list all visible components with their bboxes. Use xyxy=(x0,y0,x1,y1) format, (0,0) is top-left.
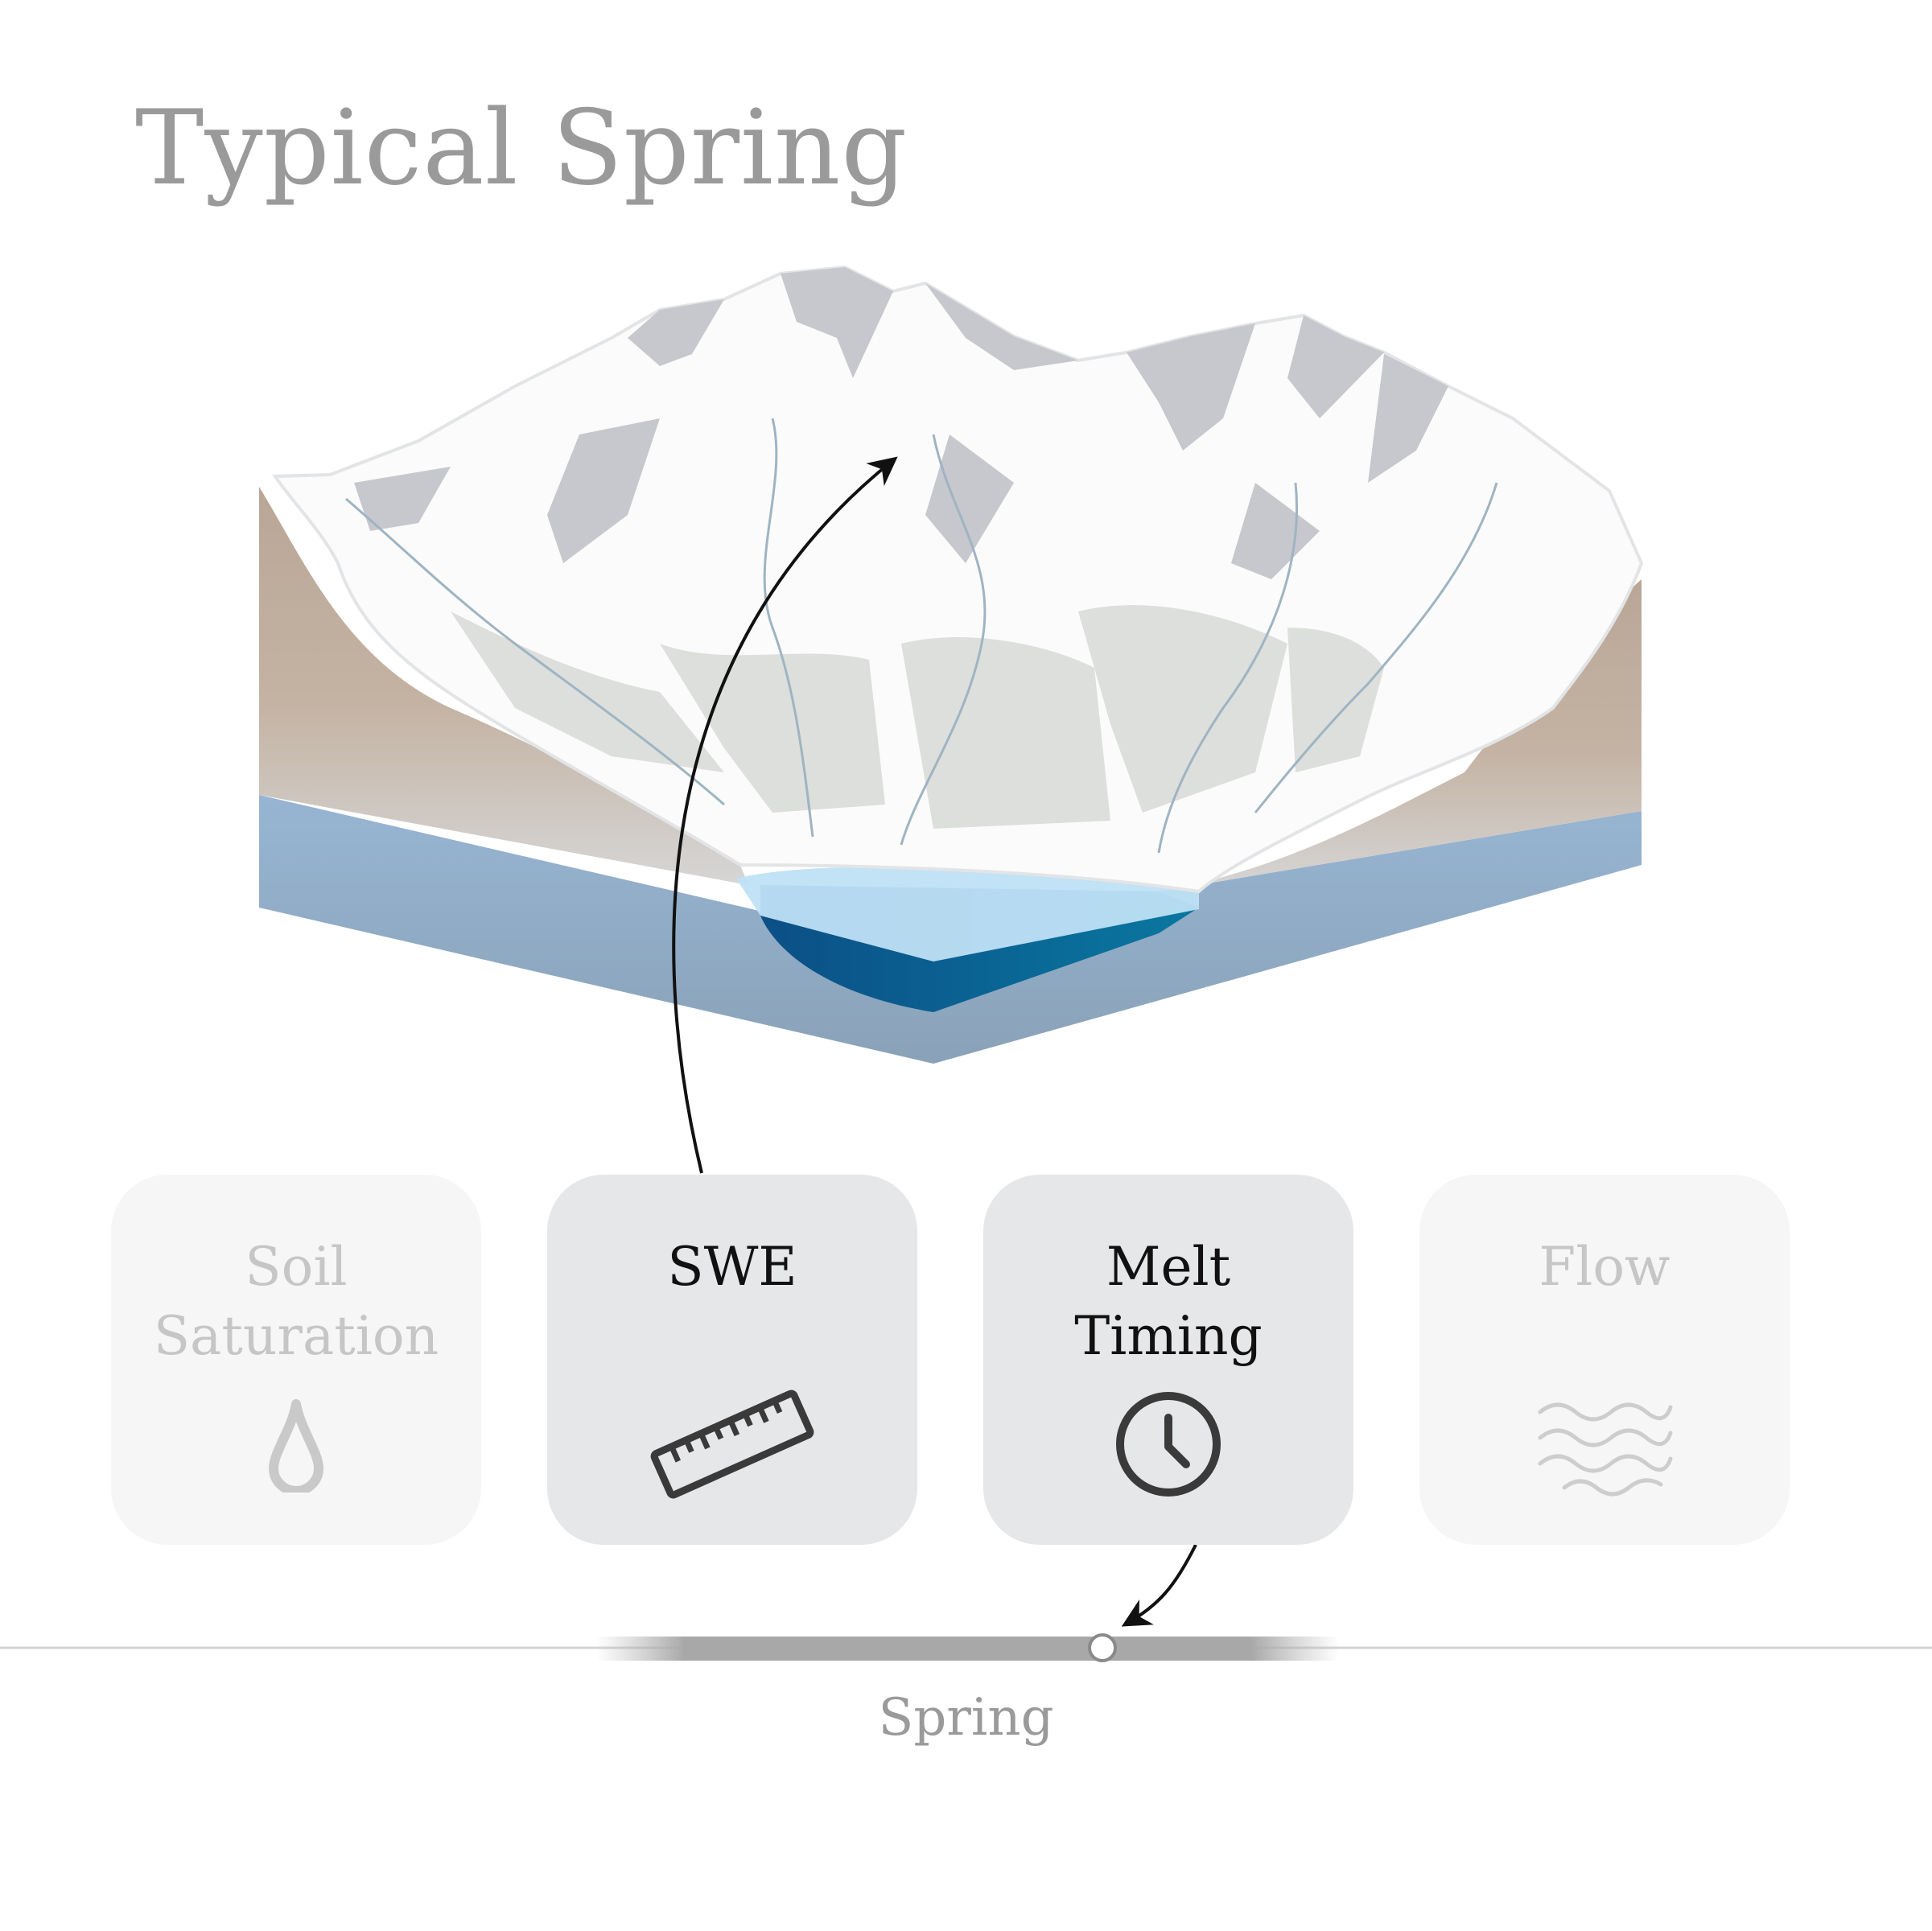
card-swe[interactable]: SWE xyxy=(547,1175,917,1545)
bare-slopes xyxy=(451,605,1384,829)
timeline-band xyxy=(595,1637,1340,1661)
groundwater-layer xyxy=(259,795,1642,1064)
page-title: Typical Spring xyxy=(135,89,908,208)
swe-arrow xyxy=(672,456,898,1174)
timeline-marker xyxy=(1088,1633,1117,1662)
streams xyxy=(345,418,1498,854)
card-label: SWE xyxy=(667,1236,797,1298)
card-melt-timing[interactable]: Melt Timing xyxy=(983,1175,1353,1545)
water-drop-icon xyxy=(111,1368,481,1521)
card-flow[interactable]: Flow xyxy=(1419,1175,1790,1545)
rock-exposure xyxy=(354,267,1448,579)
ruler-icon xyxy=(547,1368,917,1521)
card-soil-saturation[interactable]: Soil Saturation xyxy=(111,1175,481,1545)
soil-layer-right xyxy=(1159,579,1642,891)
card-label: Melt Timing xyxy=(1074,1236,1263,1367)
reservoir-ice xyxy=(736,867,1199,961)
soil-layer-left xyxy=(259,487,748,885)
waves-icon xyxy=(1419,1368,1790,1521)
clock-icon xyxy=(983,1368,1353,1521)
season-label: Spring xyxy=(878,1688,1054,1748)
card-label: Flow xyxy=(1539,1236,1670,1298)
card-label: Soil Saturation xyxy=(153,1236,439,1367)
melt-timing-arrow xyxy=(1121,1544,1197,1627)
